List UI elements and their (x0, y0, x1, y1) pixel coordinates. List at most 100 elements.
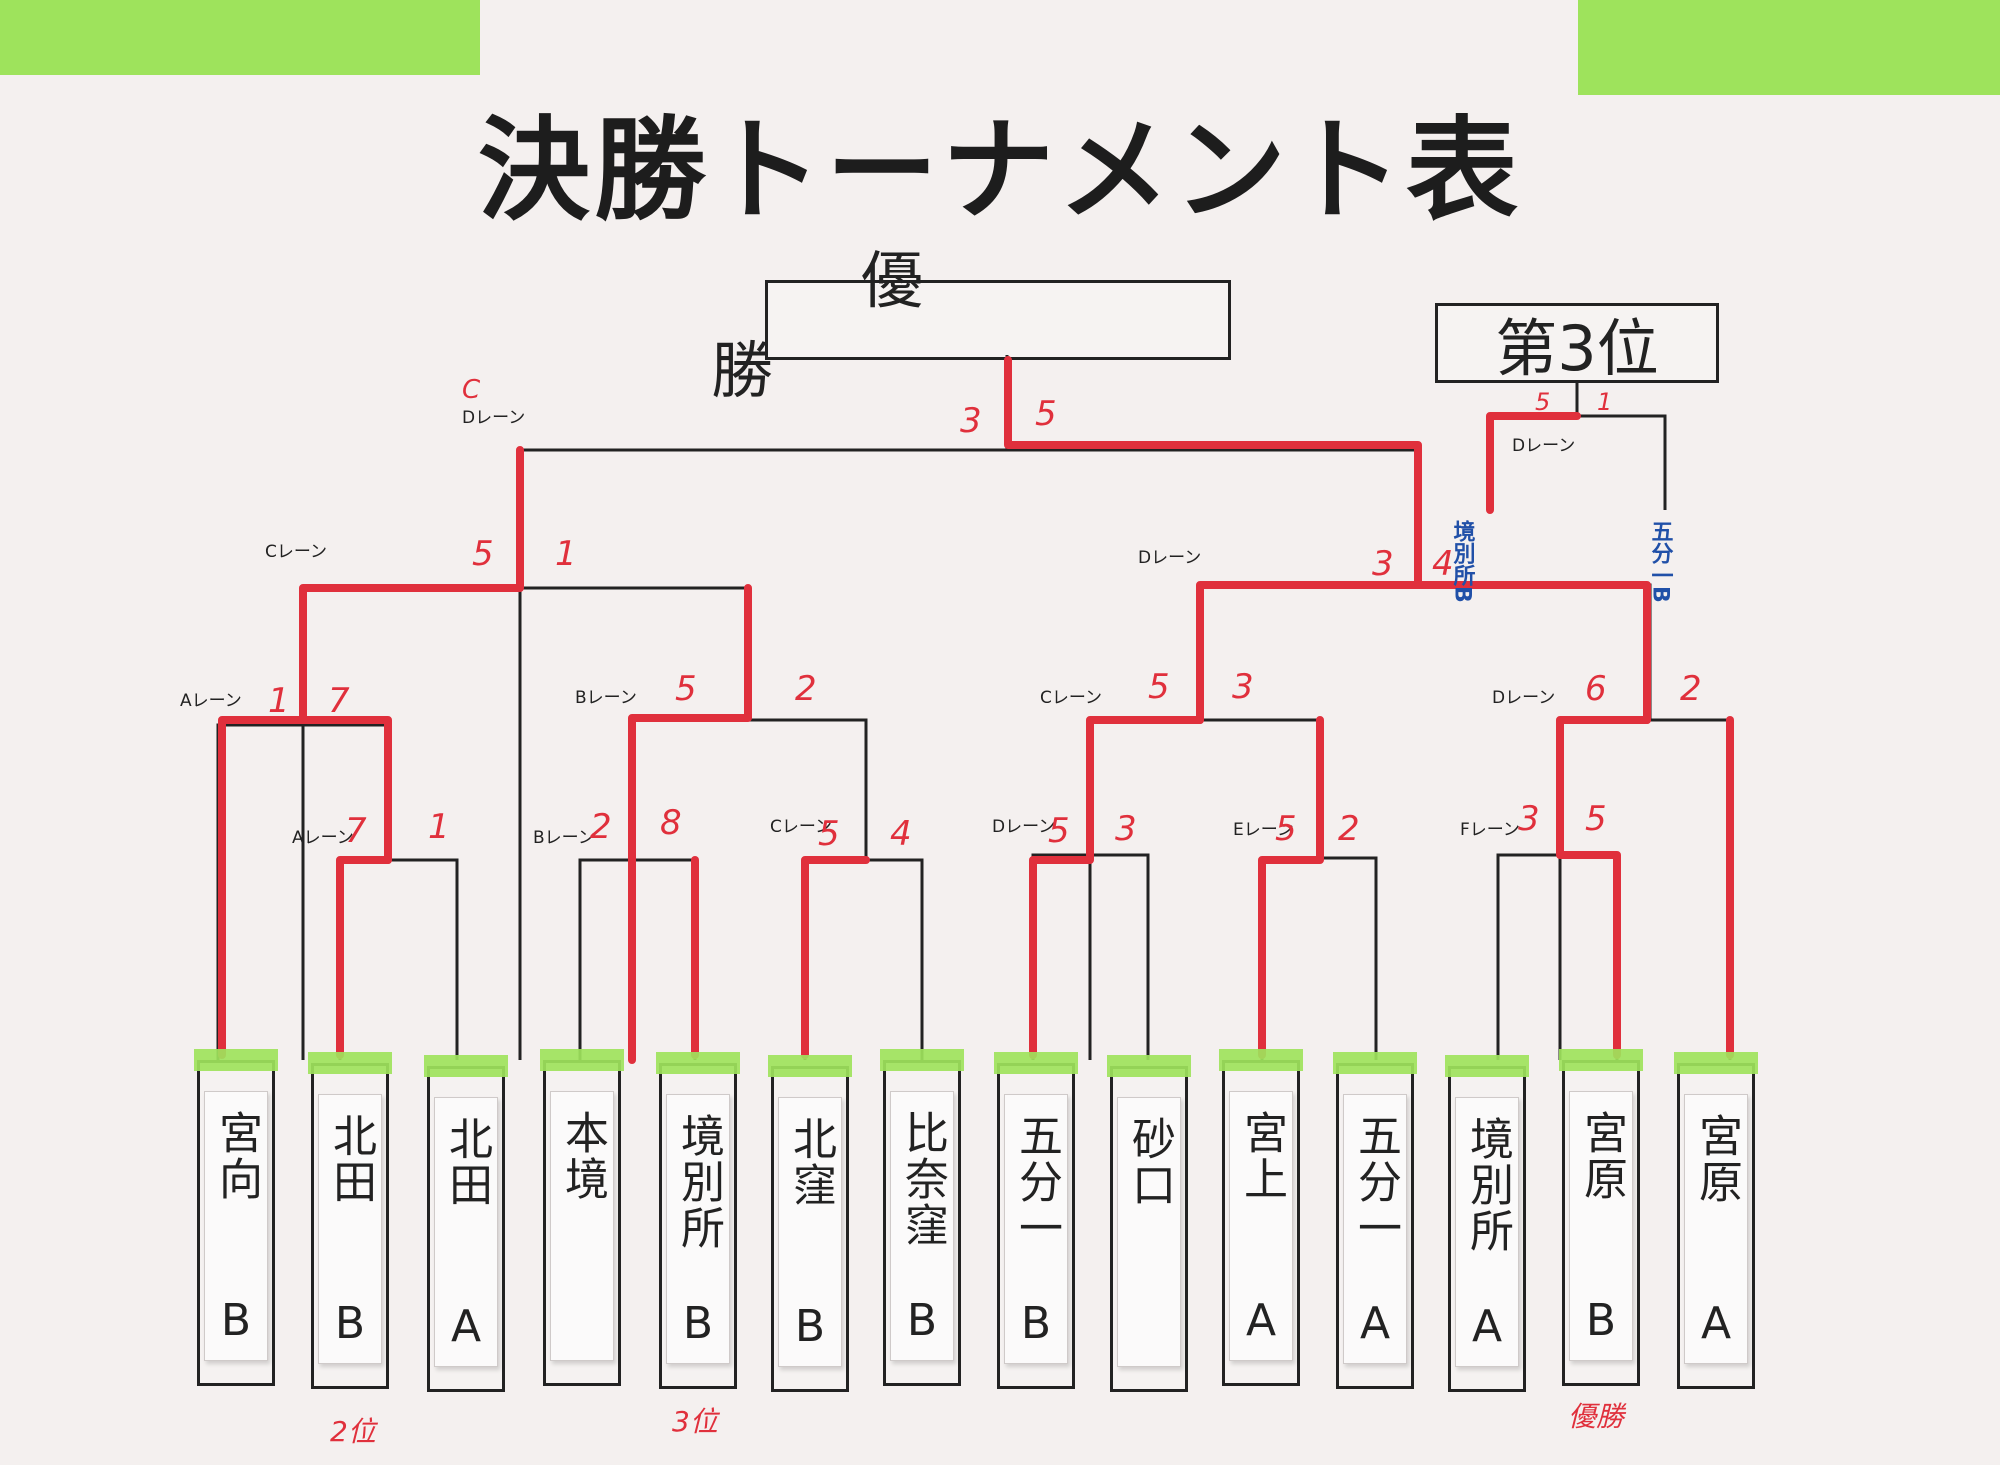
card-tape (1674, 1052, 1758, 1074)
team-suffix: B (794, 1301, 826, 1352)
score-r1-5-b: 2 (1338, 809, 1360, 849)
team-name: 宮原 (1691, 1113, 1742, 1205)
bracket-line (1088, 718, 1322, 1060)
team-label: 北田 A (434, 1097, 498, 1367)
score-final-right: 5 (1035, 394, 1057, 434)
team-label: 砂口 (1117, 1097, 1181, 1367)
score-third-right: 1 (1597, 388, 1612, 416)
team-suffix: A (450, 1301, 482, 1352)
team-suffix: A (1700, 1298, 1732, 1349)
team-name: 比奈窪 (897, 1110, 948, 1248)
team-card: 宮原 B (1559, 1049, 1643, 1386)
card-tape (1219, 1049, 1303, 1071)
score-r1-4-a: 5 (1048, 811, 1070, 851)
lane-semi-left: Cレーン (265, 542, 327, 562)
score-r1-3-b: 4 (890, 814, 912, 854)
team-suffix: A (1359, 1298, 1391, 1349)
team-suffix: B (334, 1298, 366, 1349)
card-tape (194, 1049, 278, 1071)
team-name: 境別所 (1462, 1116, 1513, 1254)
winner-path (1556, 716, 1651, 1059)
score-qf2-a: 5 (675, 669, 697, 709)
score-r1-6-a: 3 (1518, 799, 1540, 839)
score-r1-2-a: 2 (590, 807, 612, 847)
team-label: 宮原 A (1684, 1094, 1748, 1364)
lane-qf2: Bレーン (575, 688, 637, 708)
lane-r1-6: Fレーン (1460, 820, 1520, 840)
third-team-left: 境別所B (1450, 519, 1476, 602)
third-team-right: 五分一B (1648, 520, 1674, 603)
lane-r1-2: Bレーン (533, 828, 595, 848)
team-name: 北窪 (785, 1116, 836, 1208)
score-third-left: 5 (1535, 388, 1550, 416)
team-label: 本境 (550, 1091, 614, 1361)
winner-paths (218, 356, 1734, 1064)
winner-path (1004, 356, 1651, 724)
bracket-line (578, 858, 697, 1060)
card-tape (994, 1052, 1078, 1074)
score-qf4-a: 6 (1585, 669, 1607, 709)
third-place-team-left: 境別所B (1450, 519, 1476, 602)
bracket-line (1558, 718, 1732, 1060)
third-place-label: 第3位 (1495, 312, 1659, 385)
team-name: 砂口 (1124, 1116, 1175, 1208)
winner-path (336, 856, 392, 1059)
team-card: 北田 A (424, 1055, 508, 1392)
score-final-left: 3 (960, 401, 982, 441)
card-tape (1333, 1052, 1417, 1074)
lane-final-correction: C (462, 375, 481, 405)
lane-qf1: Aレーン (180, 691, 242, 711)
winner-path (1258, 716, 1324, 1059)
winner-path (299, 446, 524, 864)
lane-qf3: Cレーン (1040, 688, 1102, 708)
winner-path (1486, 412, 1581, 514)
card-tape (1445, 1055, 1529, 1077)
team-name: 宮原 (1576, 1110, 1627, 1202)
team-card: 比奈窪 B (880, 1049, 964, 1386)
lane-final: Dレーン (462, 408, 525, 428)
lane-r1-5: Eレーン (1233, 820, 1294, 840)
team-label: 境別所 A (1455, 1097, 1519, 1367)
team-card: 本境 (540, 1049, 624, 1386)
tape-top-right (1578, 0, 2000, 95)
team-name: 五分一 (1011, 1113, 1062, 1251)
team-name: 北田 (325, 1113, 376, 1205)
rank-third: 3位 (672, 1405, 718, 1438)
team-label: 宮上 A (1229, 1091, 1293, 1361)
team-name: 宮向 (211, 1110, 262, 1202)
winner-path (1196, 581, 1422, 724)
team-card: 宮上 A (1219, 1049, 1303, 1386)
team-label: 北窪 B (778, 1097, 842, 1367)
team-card: 砂口 (1107, 1055, 1191, 1392)
team-label: 北田 B (318, 1094, 382, 1364)
team-suffix: B (906, 1295, 938, 1346)
team-suffix: A (1245, 1295, 1277, 1346)
score-r1-2-b: 8 (660, 803, 682, 843)
bracket-line (1260, 856, 1378, 1060)
lane-third: Dレーン (1512, 436, 1575, 456)
team-label: 比奈窪 B (890, 1091, 954, 1361)
lane-r1-4: Dレーン (992, 817, 1055, 837)
tape-top-left (0, 0, 480, 75)
rank-champion: 優勝 (1568, 1400, 1625, 1433)
team-suffix: B (1585, 1295, 1617, 1346)
winner-path (628, 584, 752, 1064)
card-tape (540, 1049, 624, 1071)
team-name: 本境 (557, 1110, 608, 1202)
team-card: 境別所 A (1445, 1055, 1529, 1392)
bracket-line (1198, 583, 1652, 720)
score-r1-1-b: 1 (428, 807, 450, 847)
team-name: 北田 (441, 1116, 492, 1208)
team-name: 宮上 (1236, 1110, 1287, 1202)
card-tape (768, 1055, 852, 1077)
score-r1-5-a: 5 (1275, 809, 1297, 849)
third-place-team-right: 五分一B (1648, 520, 1674, 603)
team-card: 北田 B (308, 1052, 392, 1389)
team-suffix: A (1471, 1301, 1503, 1352)
winner-path (218, 716, 307, 1059)
